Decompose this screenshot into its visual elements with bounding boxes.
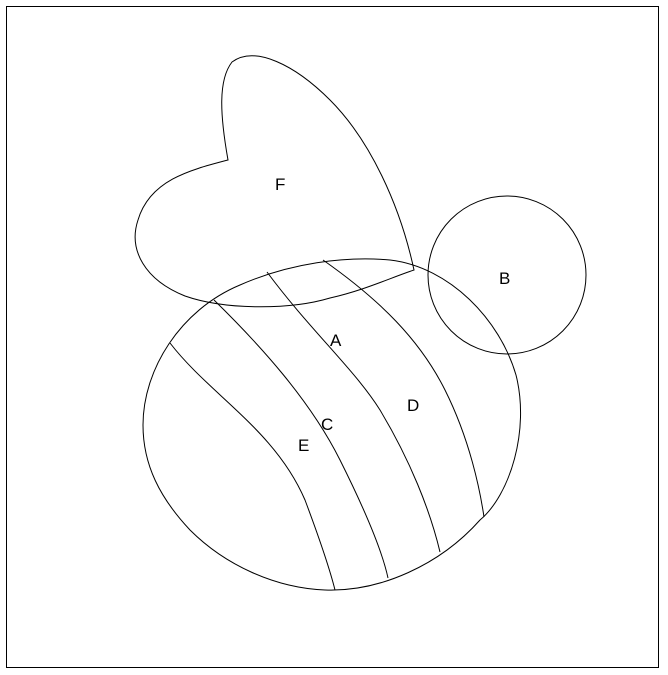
stripe-line-1 — [170, 343, 335, 590]
label-a: A — [330, 331, 342, 350]
label-b: B — [499, 269, 510, 288]
label-c: C — [321, 415, 333, 434]
label-f: F — [275, 175, 285, 194]
label-d: D — [407, 396, 419, 415]
stripe-line-4 — [323, 260, 484, 517]
label-e: E — [298, 436, 309, 455]
